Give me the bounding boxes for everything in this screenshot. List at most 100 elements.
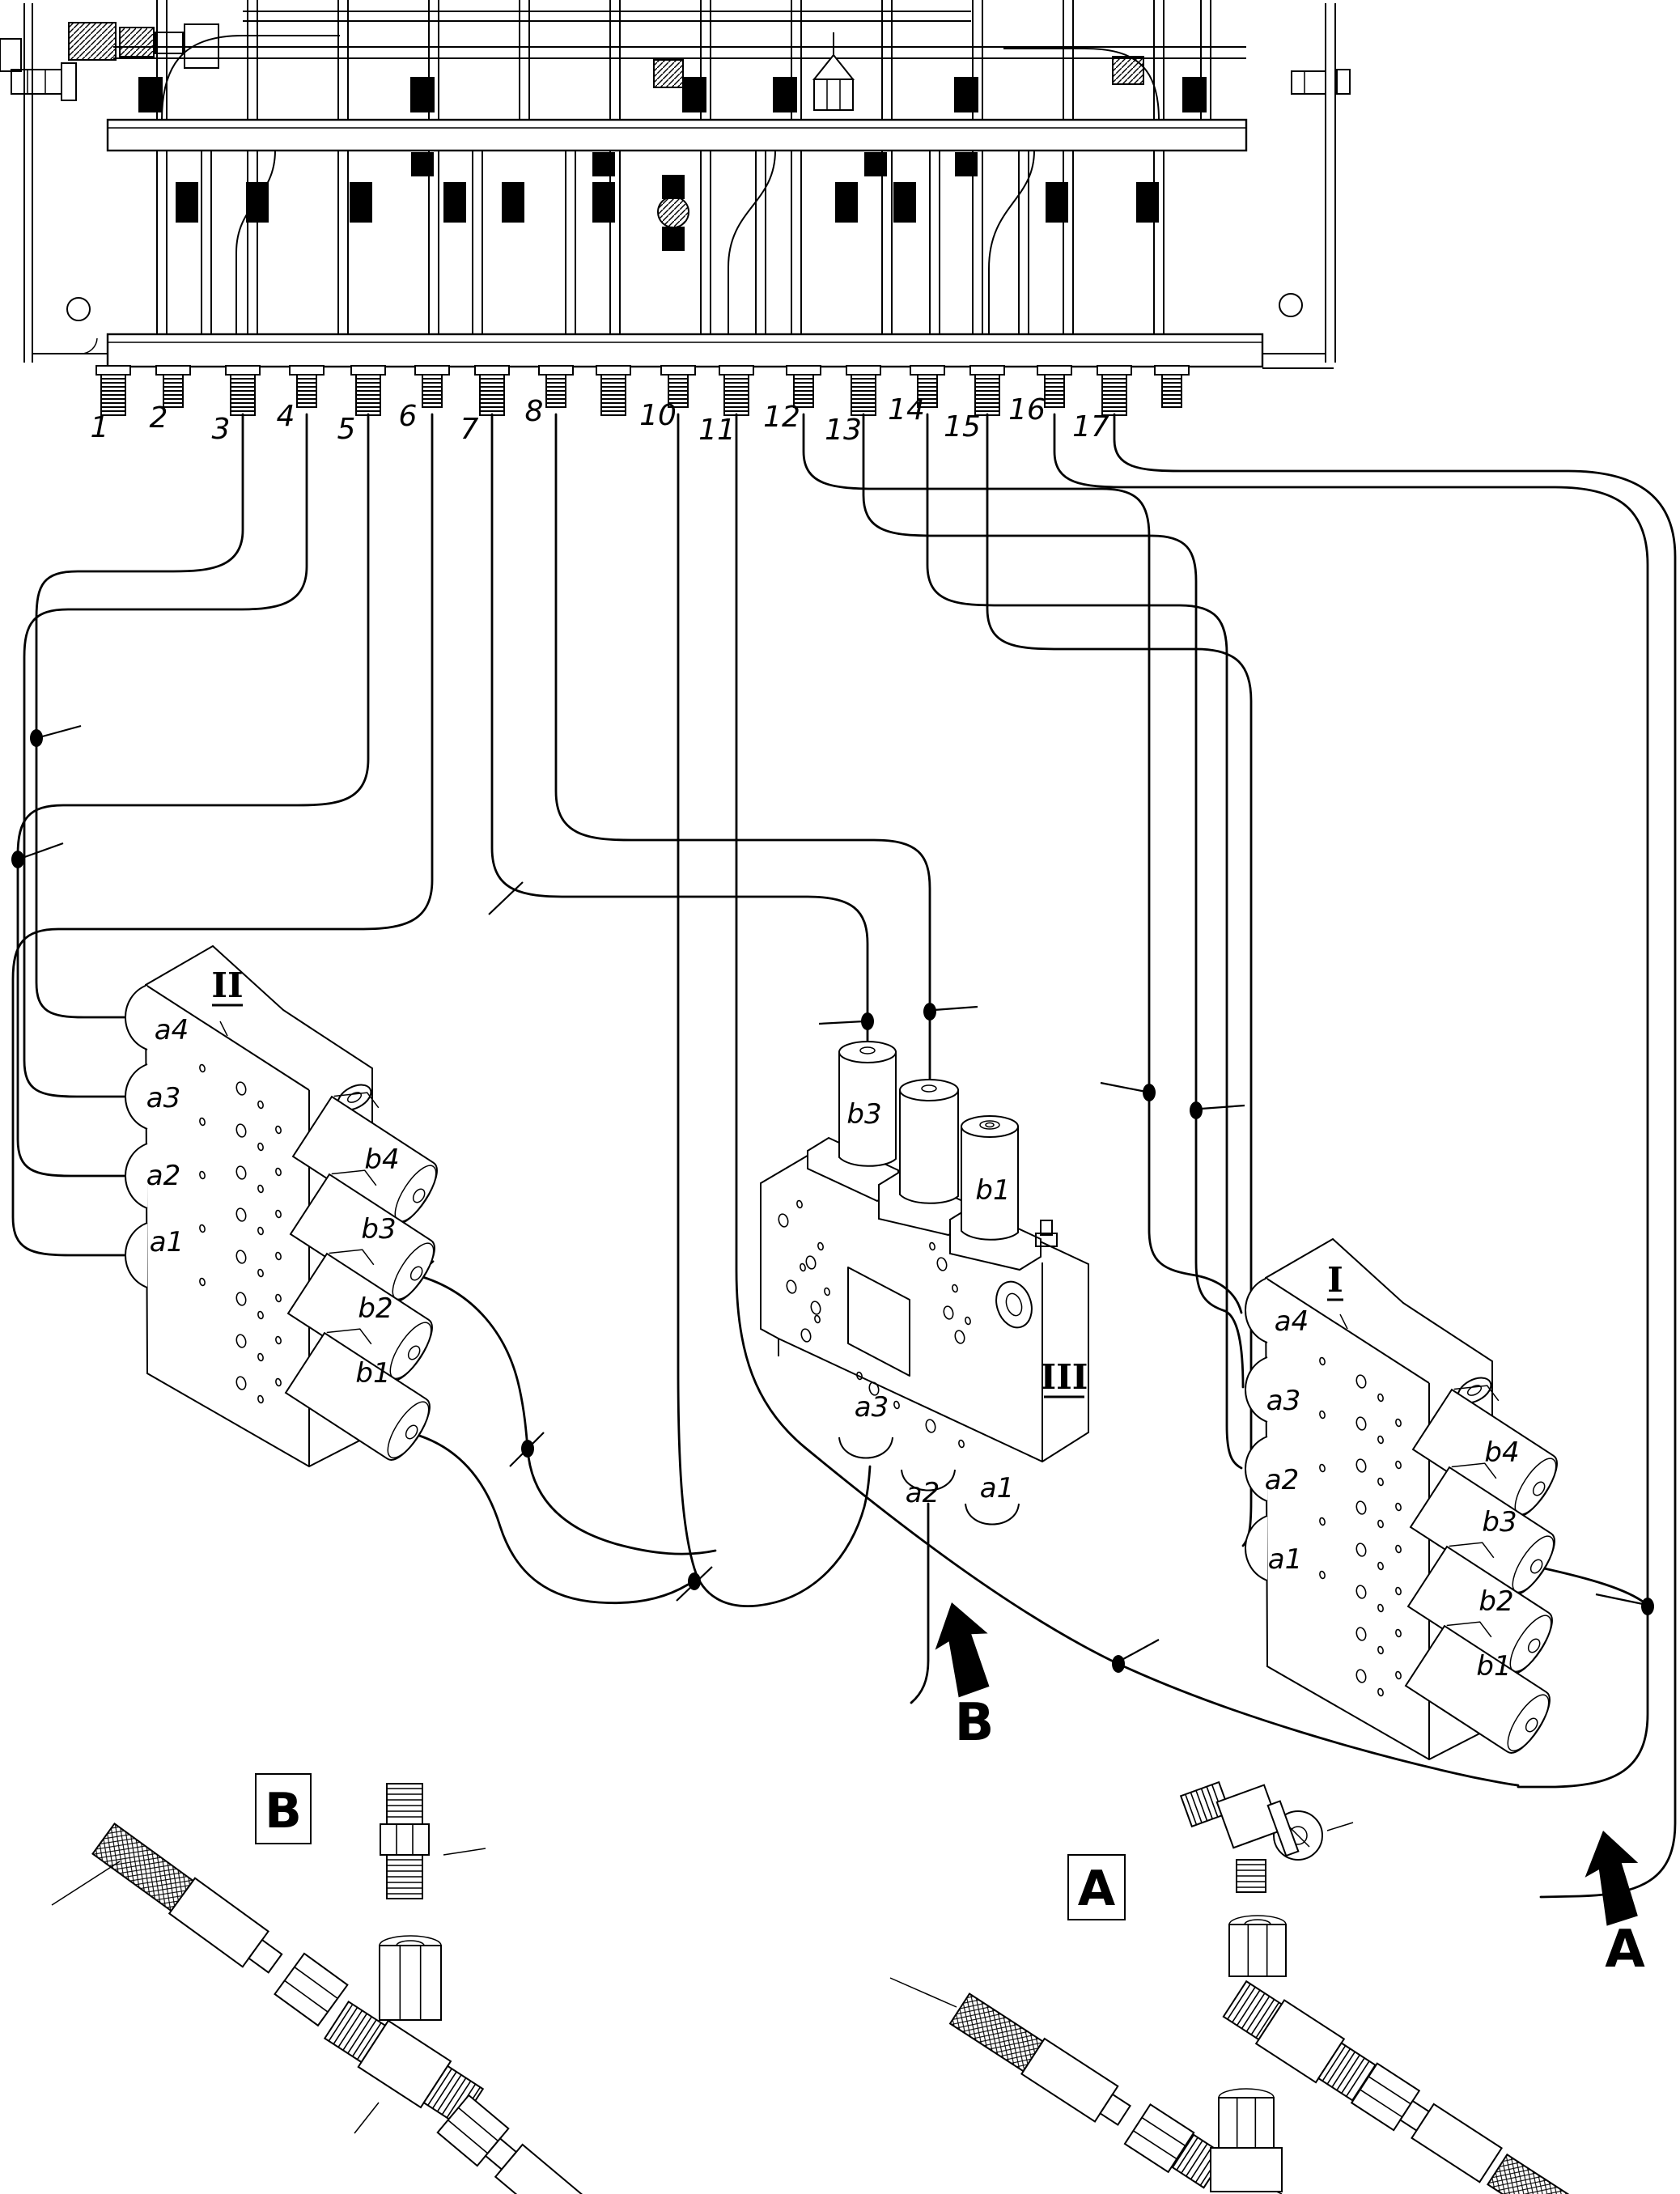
- fitting: [350, 182, 372, 223]
- block-iii-cylinder-b1: [961, 1115, 1019, 1241]
- tick-mark: [676, 1566, 713, 1602]
- manifold-assembly: [0, 0, 1351, 416]
- hole-mark: [814, 1314, 821, 1324]
- port-label-5: 5: [337, 413, 356, 446]
- hose-block2-b3: [416, 1274, 717, 1555]
- port-label-2: 2: [150, 401, 168, 435]
- tee-top-nut: [1228, 1924, 1287, 1977]
- hole-mark: [778, 1213, 789, 1228]
- tick-mark: [1100, 1081, 1147, 1093]
- port-label-12: 12: [763, 401, 800, 434]
- stud-flange: [225, 365, 261, 376]
- detail-b-box: [255, 1773, 312, 1844]
- tick-mark: [1122, 1639, 1160, 1660]
- fitting: [138, 77, 163, 112]
- block-iii-cylinder-b3: [838, 1041, 897, 1167]
- hole-mark: [954, 1330, 965, 1344]
- stud-flange: [1154, 365, 1190, 376]
- junction-dot: [1190, 1101, 1203, 1119]
- detail-a-letter: A: [1078, 1861, 1116, 1917]
- hose-port15: [986, 413, 1253, 1547]
- hole-mark: [856, 1371, 863, 1381]
- arrow-a-label: A: [1605, 1920, 1645, 1980]
- block-iii-numeral: III: [1041, 1357, 1088, 1397]
- fitting: [502, 182, 524, 223]
- manifold-left-bracket: [0, 3, 108, 363]
- block-iii-port-a3: a3: [855, 1391, 889, 1424]
- pipe-elbow: [728, 150, 776, 334]
- block-iii-port-b1: b1: [975, 1174, 1010, 1207]
- stud-flange: [155, 365, 191, 376]
- hole-mark: [817, 1241, 824, 1251]
- valve-block-iii: III b3 b1 a3 a2 a1: [760, 1041, 1089, 1526]
- hose-port12: [802, 413, 1243, 1314]
- block-iii-port-a1: a1: [980, 1472, 1014, 1504]
- valve-block-i: I a4 a3 a2 a1 b4 b3 b2 b1: [1245, 1238, 1579, 1760]
- bracket-hole: [66, 297, 91, 321]
- port-label-8: 8: [525, 395, 544, 428]
- block-i-port-b3: b3: [1482, 1506, 1517, 1538]
- block-iii-port-b3: b3: [846, 1098, 881, 1131]
- elbow-top-nut: [1218, 2097, 1275, 2149]
- block-iii-port-a2: a2: [906, 1477, 940, 1509]
- hole-mark: [824, 1287, 830, 1296]
- hole-mark: [868, 1381, 880, 1396]
- port-label-13: 13: [825, 414, 862, 447]
- stud-flange: [660, 365, 696, 376]
- fitting: [1182, 77, 1207, 112]
- block-i-port-b1: b1: [1476, 1650, 1511, 1683]
- fitting: [1046, 182, 1068, 223]
- junction-dot: [861, 1012, 874, 1030]
- fitting: [410, 77, 435, 112]
- tee-top-nut: [379, 1945, 442, 2021]
- hole-mark: [929, 1241, 935, 1251]
- block-face-holes: [778, 1199, 971, 1449]
- valve-hex: [1266, 1800, 1300, 1857]
- hose-end-left: [948, 1992, 1195, 2174]
- hole-mark: [893, 1400, 900, 1410]
- fitting: [592, 182, 615, 223]
- elbow-body: [1210, 2147, 1283, 2192]
- stud-flange: [719, 365, 754, 376]
- hose-coupling-knurled: [68, 22, 219, 69]
- valve-block-ii: II a4 a3 a2 a1 b4 b3 b2 b1: [125, 945, 459, 1467]
- block-iii-cylinder-mid: [899, 1079, 959, 1204]
- tick-mark: [1595, 1593, 1644, 1606]
- port-label-4: 4: [277, 400, 295, 433]
- block-ii-port-a3: a3: [146, 1082, 180, 1114]
- hose-port13: [862, 413, 1245, 1389]
- tee-fitting: [1222, 1980, 1377, 2102]
- stud-flange: [596, 365, 631, 376]
- hose-port8: [554, 413, 931, 1096]
- hole-mark: [936, 1257, 948, 1271]
- fitting: [682, 77, 706, 112]
- hose-routing: [11, 413, 1677, 1899]
- block-i-port-b4: b4: [1484, 1436, 1519, 1469]
- pipe-elbow: [988, 150, 1035, 334]
- tick-mark: [933, 1005, 978, 1012]
- stud-flange: [1037, 365, 1072, 376]
- junction-dot: [1143, 1084, 1156, 1101]
- hole-mark: [810, 1301, 821, 1315]
- fitting: [246, 182, 269, 223]
- hole-mark: [958, 1439, 965, 1449]
- block-i-port-b2: b2: [1478, 1585, 1513, 1618]
- hole-mark: [800, 1328, 812, 1343]
- hose-block1-b3: [1535, 1565, 1648, 1606]
- bracket-hole: [1279, 293, 1303, 317]
- arrow-b-label: B: [955, 1693, 995, 1753]
- block-i-port-a1: a1: [1268, 1543, 1302, 1576]
- junction-dot: [1641, 1598, 1654, 1615]
- tick-mark: [17, 842, 64, 861]
- tick-mark: [509, 1432, 545, 1467]
- fitting: [954, 77, 978, 112]
- block-i-port-a4: a4: [1275, 1305, 1309, 1338]
- stud-flange: [910, 365, 945, 376]
- port-label-15: 15: [944, 410, 981, 443]
- hose-port5: [16, 413, 370, 1178]
- direction-arrow-b: B: [935, 1602, 995, 1753]
- port-label-11: 11: [698, 414, 736, 447]
- block-i-numeral: I: [1327, 1260, 1343, 1300]
- nipple-fitting: [380, 1783, 430, 1899]
